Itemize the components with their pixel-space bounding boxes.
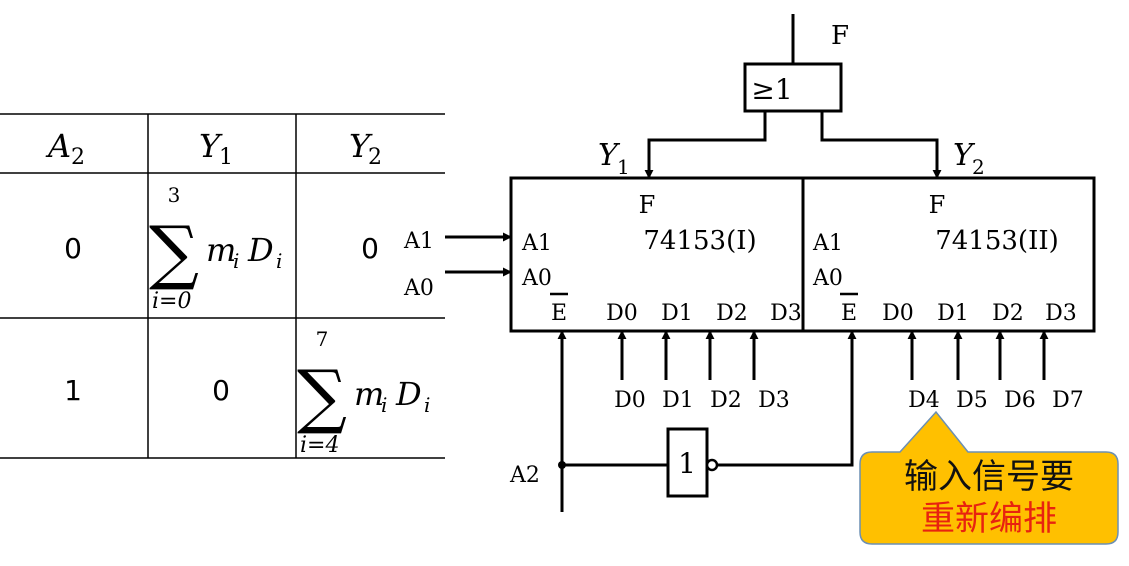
y2-label-sub: 2 bbox=[972, 155, 985, 179]
chip2-f: F bbox=[929, 191, 946, 219]
sum2-d-sub: i bbox=[424, 393, 430, 417]
sum1-m: m bbox=[206, 231, 236, 269]
input-d3-label: D3 bbox=[758, 388, 790, 413]
sum2-d: D bbox=[395, 375, 422, 413]
chip2-d2: D2 bbox=[992, 301, 1024, 326]
chip1-data-wires bbox=[617, 330, 759, 380]
chip1-f: F bbox=[639, 191, 656, 219]
row1-a2: 0 bbox=[64, 232, 82, 265]
row1-y2: 0 bbox=[361, 232, 379, 265]
row2-y1: 0 bbox=[212, 374, 230, 407]
or-gate-label: ≥1 bbox=[751, 73, 792, 106]
sum2-m: m bbox=[354, 375, 384, 413]
header-y1-sub: 1 bbox=[219, 145, 233, 170]
table-header-a2: A 2 bbox=[45, 127, 85, 170]
y2-label-base: Y bbox=[953, 138, 976, 173]
input-d1-label: D1 bbox=[662, 388, 694, 413]
chip2-d3: D3 bbox=[1045, 301, 1077, 326]
table-header-y2: Y 2 bbox=[349, 127, 382, 170]
not-to-chip2-e-wire bbox=[717, 330, 857, 467]
chip2-pins: F 74153(II) A1 A0 E D0 D1 D2 D3 bbox=[812, 191, 1077, 326]
input-d4-label: D4 bbox=[908, 388, 940, 413]
chip1-d2: D2 bbox=[716, 301, 748, 326]
chip2-d0: D0 bbox=[882, 301, 914, 326]
y1-label-sub: 1 bbox=[617, 155, 630, 179]
truth-table bbox=[0, 113, 445, 459]
y2-wire bbox=[820, 111, 942, 179]
y1-label-base: Y bbox=[598, 138, 621, 173]
chip2-box bbox=[801, 176, 1096, 333]
input-a2-label: A2 bbox=[509, 463, 540, 488]
sum2-m-sub: i bbox=[381, 393, 387, 417]
chip1-d1: D1 bbox=[661, 301, 693, 326]
chip1-a0: A0 bbox=[521, 266, 552, 291]
header-y2-base: Y bbox=[349, 127, 373, 165]
input-d7-label: D7 bbox=[1052, 388, 1084, 413]
not-gate-bubble bbox=[705, 458, 719, 472]
output-f-label: F bbox=[831, 21, 849, 51]
chip1-d3: D3 bbox=[770, 301, 802, 326]
sum1-m-sub: i bbox=[233, 249, 239, 273]
callout-line2: 重新编排 bbox=[921, 499, 1057, 539]
header-y1-base: Y bbox=[199, 127, 223, 165]
chip1-e: E bbox=[551, 301, 567, 326]
y1-label: Y 1 bbox=[598, 138, 630, 179]
sum2-bottom: i=4 bbox=[300, 433, 339, 458]
input-d6-label: D6 bbox=[1004, 388, 1036, 413]
chip2-a0: A0 bbox=[812, 266, 843, 291]
chip2-data-wires bbox=[907, 330, 1049, 380]
callout-bubble bbox=[859, 410, 1119, 545]
chip1-pins: F 74153(I) A1 A0 E D0 D1 D2 D3 bbox=[521, 191, 802, 326]
a2-junction-dot bbox=[558, 461, 566, 469]
chip1-a1: A1 bbox=[521, 231, 552, 256]
chip1-box bbox=[509, 176, 805, 333]
not-gate-label: 1 bbox=[678, 447, 696, 480]
y2-label: Y 2 bbox=[953, 138, 985, 179]
input-d5-label: D5 bbox=[956, 388, 988, 413]
table-header-y1: Y 1 bbox=[199, 127, 233, 170]
sum1-d-sub: i bbox=[276, 249, 282, 273]
chip2-name: 74153(II) bbox=[935, 226, 1059, 256]
or-gate bbox=[743, 62, 843, 113]
chip2-a1: A1 bbox=[812, 231, 843, 256]
chip1-d0: D0 bbox=[606, 301, 638, 326]
callout-text: 输入信号要 重新编排 bbox=[862, 456, 1116, 540]
header-a2-base: A bbox=[45, 127, 71, 165]
row2-y2-sum: 7 ∑ i=4 m i D i bbox=[297, 327, 430, 458]
sum1-d: D bbox=[247, 231, 274, 269]
y1-wire bbox=[644, 111, 767, 179]
row1-y1-sum: 3 ∑ i=0 m i D i bbox=[149, 183, 282, 314]
sum1-top: 3 bbox=[168, 183, 181, 207]
chip2-e: E bbox=[841, 301, 857, 326]
sigma1-symbol: ∑ bbox=[149, 211, 199, 293]
input-a1-label: A1 bbox=[403, 229, 434, 254]
chip2-d1: D1 bbox=[937, 301, 969, 326]
chip1-name: 74153(I) bbox=[643, 226, 756, 256]
sigma2-symbol: ∑ bbox=[297, 355, 347, 437]
sum1-bottom: i=0 bbox=[152, 289, 191, 314]
input-a0-label: A0 bbox=[403, 276, 434, 301]
sum2-top: 7 bbox=[316, 327, 329, 351]
input-d2-label: D2 bbox=[710, 388, 742, 413]
header-a2-sub: 2 bbox=[71, 145, 85, 170]
header-y2-sub: 2 bbox=[368, 145, 382, 170]
callout-line1: 输入信号要 bbox=[904, 457, 1074, 497]
row2-a2: 1 bbox=[64, 374, 82, 407]
input-d0-label: D0 bbox=[614, 388, 646, 413]
